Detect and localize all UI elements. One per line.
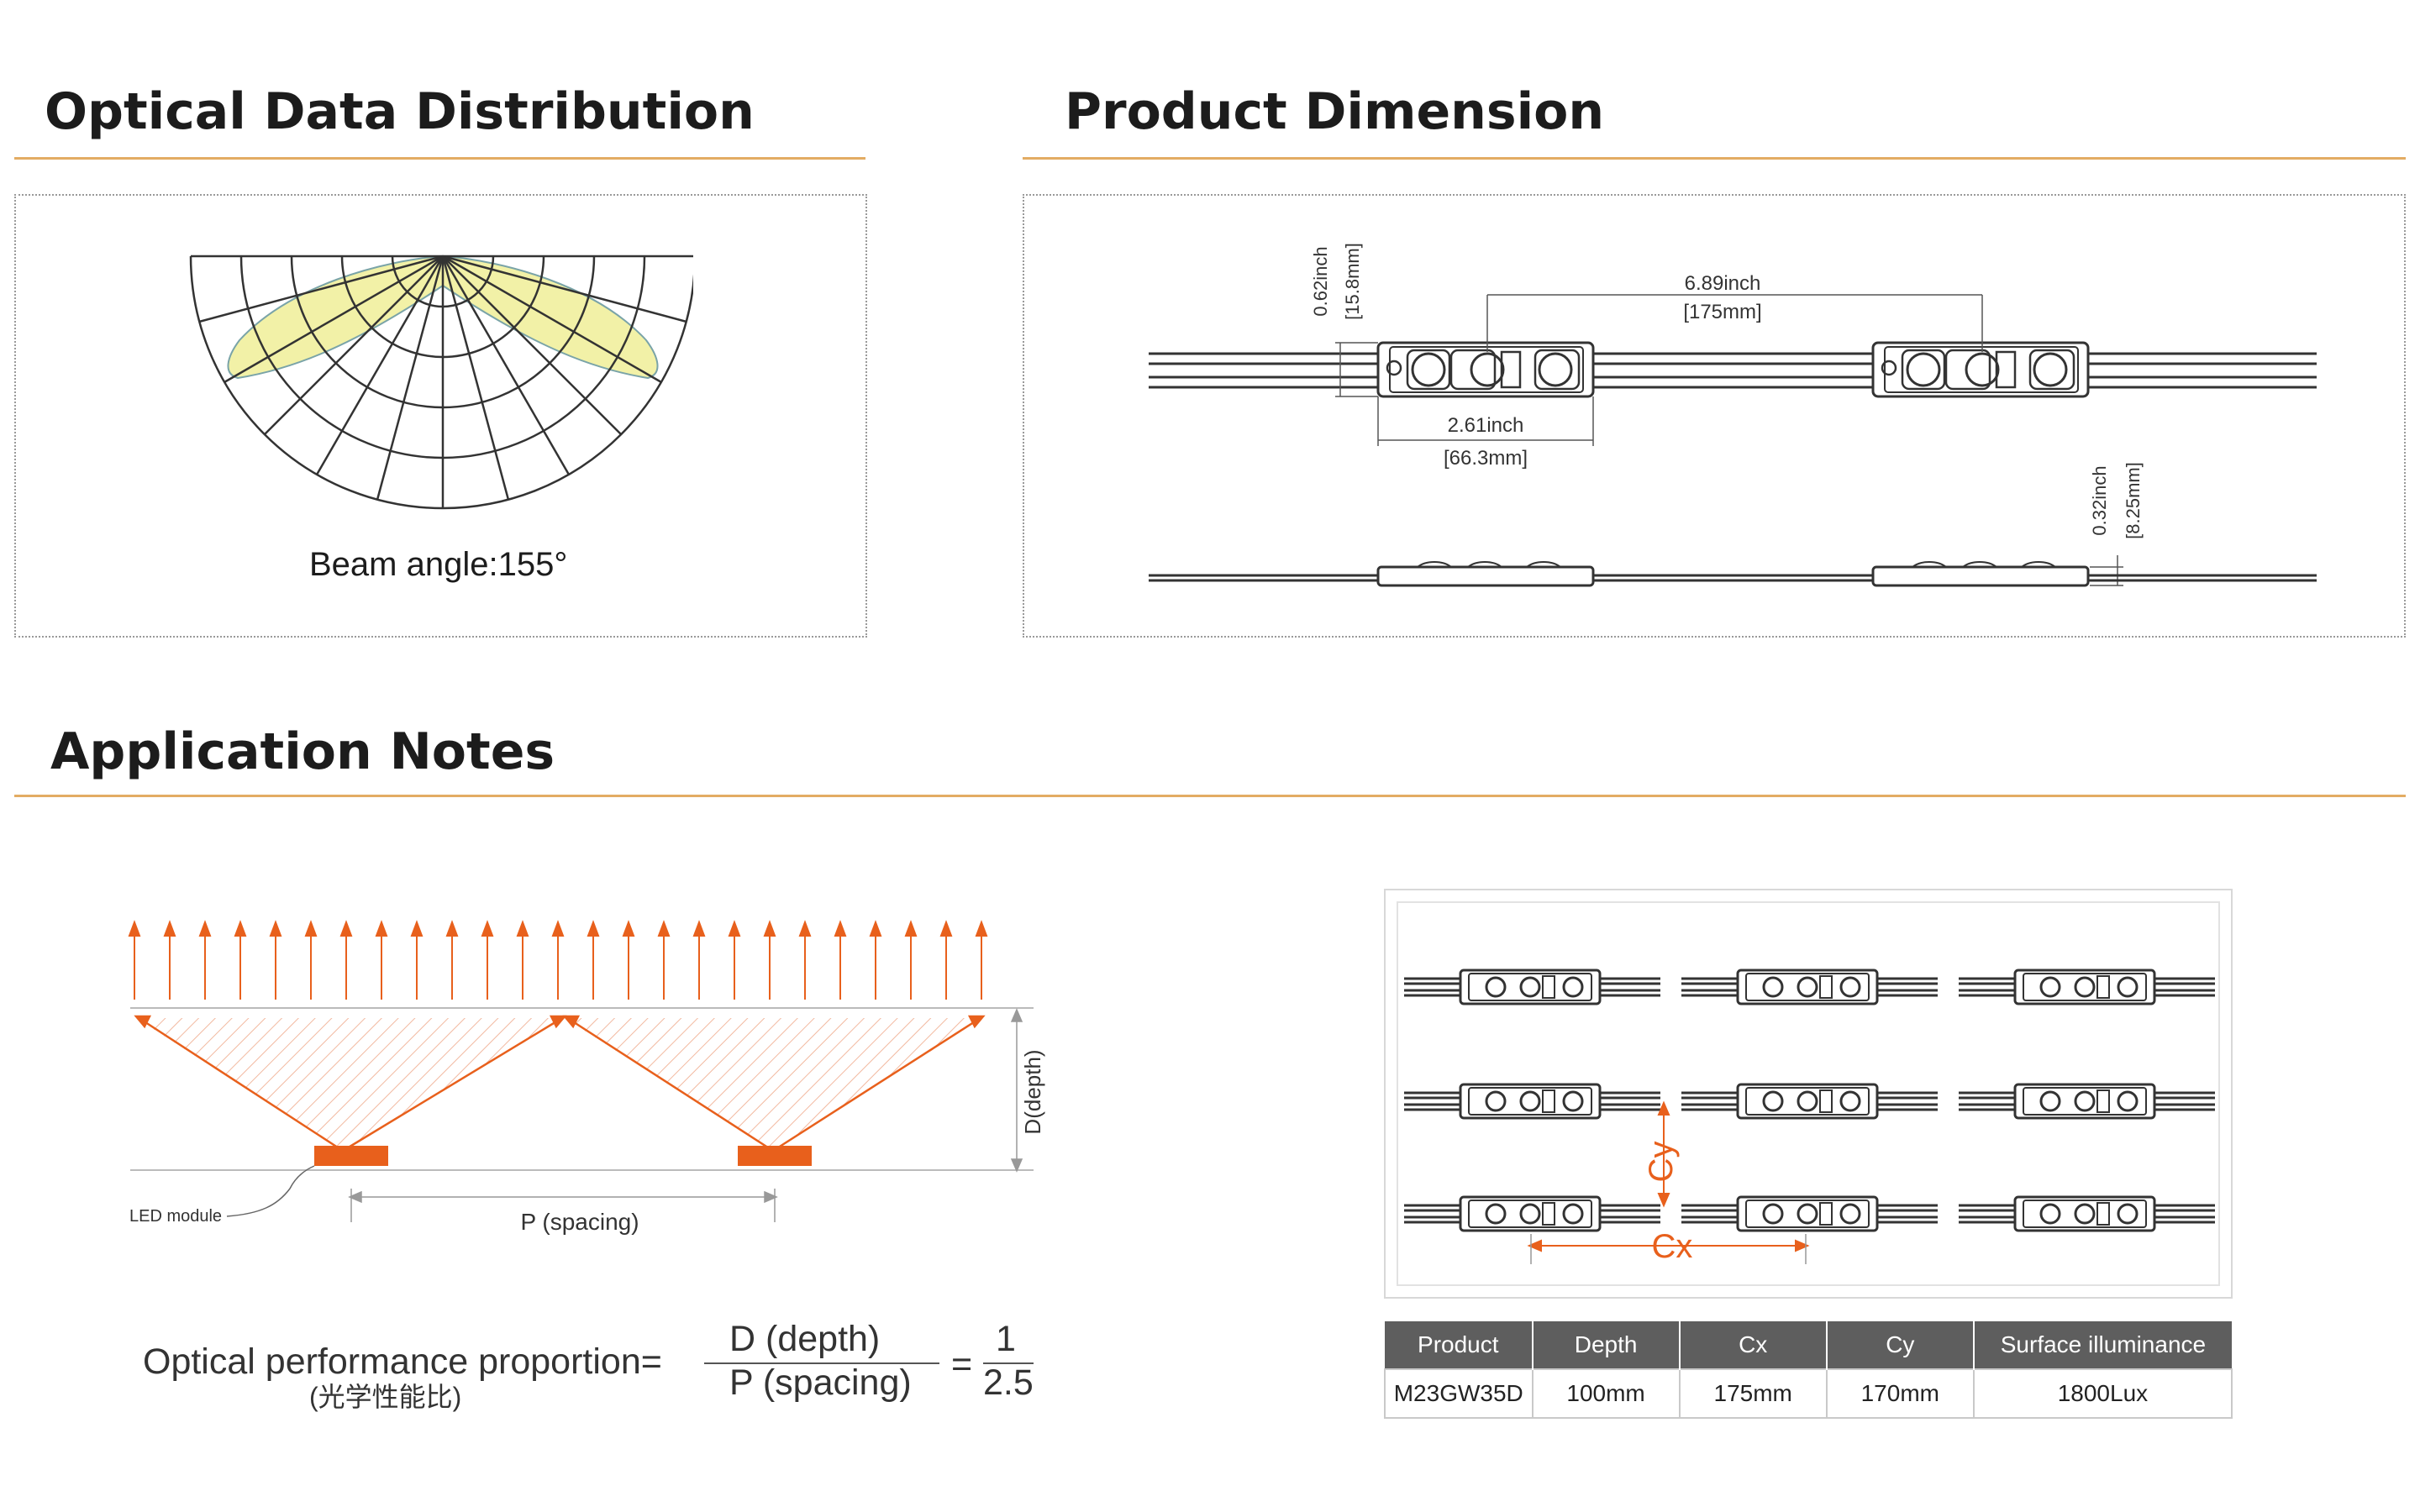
grid-module bbox=[1957, 969, 2217, 1005]
grid-module bbox=[1680, 1083, 1939, 1120]
optical-panel bbox=[14, 194, 867, 638]
depth-label: D(depth) bbox=[1020, 1049, 1045, 1134]
optical-title-rule bbox=[14, 157, 865, 160]
spec-table-header-row: Product Depth Cx Cy Surface illuminance bbox=[1385, 1321, 2232, 1369]
module-grid-inner bbox=[1397, 901, 2220, 1286]
header-cx: Cx bbox=[1679, 1321, 1828, 1369]
ratio-fraction-bar bbox=[983, 1362, 1034, 1364]
optical-section-title: Optical Data Distribution bbox=[45, 82, 755, 141]
grid-module bbox=[1680, 969, 1939, 1005]
length-mm-label: [66.3mm] bbox=[1444, 447, 1528, 470]
cell-product: M23GW35D bbox=[1384, 1368, 1534, 1419]
cy-label: Cy bbox=[1643, 1142, 1680, 1183]
header-depth: Depth bbox=[1532, 1321, 1681, 1369]
height-mm-label: [15.8mm] bbox=[1342, 243, 1363, 320]
cx-label: Cx bbox=[1652, 1228, 1693, 1265]
cell-depth: 100mm bbox=[1531, 1368, 1681, 1419]
grid-module bbox=[1957, 1083, 2217, 1120]
grid-module bbox=[1957, 1195, 2217, 1232]
formula-fraction-bar bbox=[704, 1362, 939, 1364]
module-grid-frame bbox=[1384, 889, 2233, 1299]
module-top-2 bbox=[1871, 341, 2090, 398]
grid-module bbox=[1402, 969, 1662, 1005]
ratio-numerator: 1 bbox=[996, 1319, 1016, 1359]
header-product: Product bbox=[1385, 1321, 1534, 1369]
length-inch-label: 2.61inch bbox=[1448, 414, 1524, 437]
module-grid-drawing: Cy Cx bbox=[1402, 969, 2217, 1265]
grid-module bbox=[1402, 1083, 1662, 1120]
module-top-1 bbox=[1376, 341, 1595, 398]
header-surface-illuminance: Surface illuminance bbox=[1973, 1321, 2232, 1369]
cell-surface-illuminance: 1800Lux bbox=[1972, 1368, 2233, 1419]
header-cy: Cy bbox=[1826, 1321, 1975, 1369]
formula-equals: = bbox=[951, 1344, 973, 1384]
height-inch-label: 0.62inch bbox=[1310, 246, 1331, 316]
application-section-title: Application Notes bbox=[50, 722, 555, 781]
thickness-mm-label: [8.25mm] bbox=[2123, 462, 2144, 539]
ratio-denominator: 2.5 bbox=[983, 1362, 1034, 1403]
cell-cy: 170mm bbox=[1825, 1368, 1975, 1419]
pitch-mm-label: [175mm] bbox=[1683, 301, 1761, 323]
formula-numerator: D (depth) bbox=[729, 1319, 881, 1359]
polar-beam-diagram bbox=[189, 255, 693, 510]
led-module-right bbox=[738, 1146, 812, 1166]
beam-angle-label: Beam angle:155° bbox=[309, 546, 568, 583]
dimension-title-rule bbox=[1023, 157, 2406, 160]
dimension-drawing: 6.89inch [175mm] 2.61inch [66.3mm] 0.62i… bbox=[1149, 243, 2317, 587]
grid-module bbox=[1680, 1195, 1939, 1232]
spec-table: Product Depth Cx Cy Surface illuminance … bbox=[1384, 1321, 2233, 1419]
spacing-depth-diagram: D(depth) P (spacing) LED module bbox=[128, 920, 1045, 1235]
cell-cx: 175mm bbox=[1678, 1368, 1828, 1419]
formula-denominator: P (spacing) bbox=[729, 1362, 912, 1403]
thickness-inch-label: 0.32inch bbox=[2089, 465, 2110, 535]
led-module-label: LED module bbox=[129, 1207, 222, 1226]
formula-subtitle: (光学性能比) bbox=[309, 1382, 462, 1412]
dimension-panel bbox=[1023, 194, 2406, 638]
pitch-inch-label: 6.89inch bbox=[1685, 272, 1761, 295]
grid-module bbox=[1402, 1195, 1662, 1232]
spacing-label: P (spacing) bbox=[520, 1209, 639, 1235]
dimension-section-title: Product Dimension bbox=[1065, 82, 1605, 141]
led-module-left bbox=[314, 1146, 388, 1166]
application-title-rule bbox=[14, 795, 2406, 797]
light-output-arrows bbox=[128, 920, 988, 1000]
formula-lead: Optical performance proportion= bbox=[143, 1341, 662, 1382]
table-row: M23GW35D 100mm 175mm 170mm 1800Lux bbox=[1384, 1368, 2233, 1419]
